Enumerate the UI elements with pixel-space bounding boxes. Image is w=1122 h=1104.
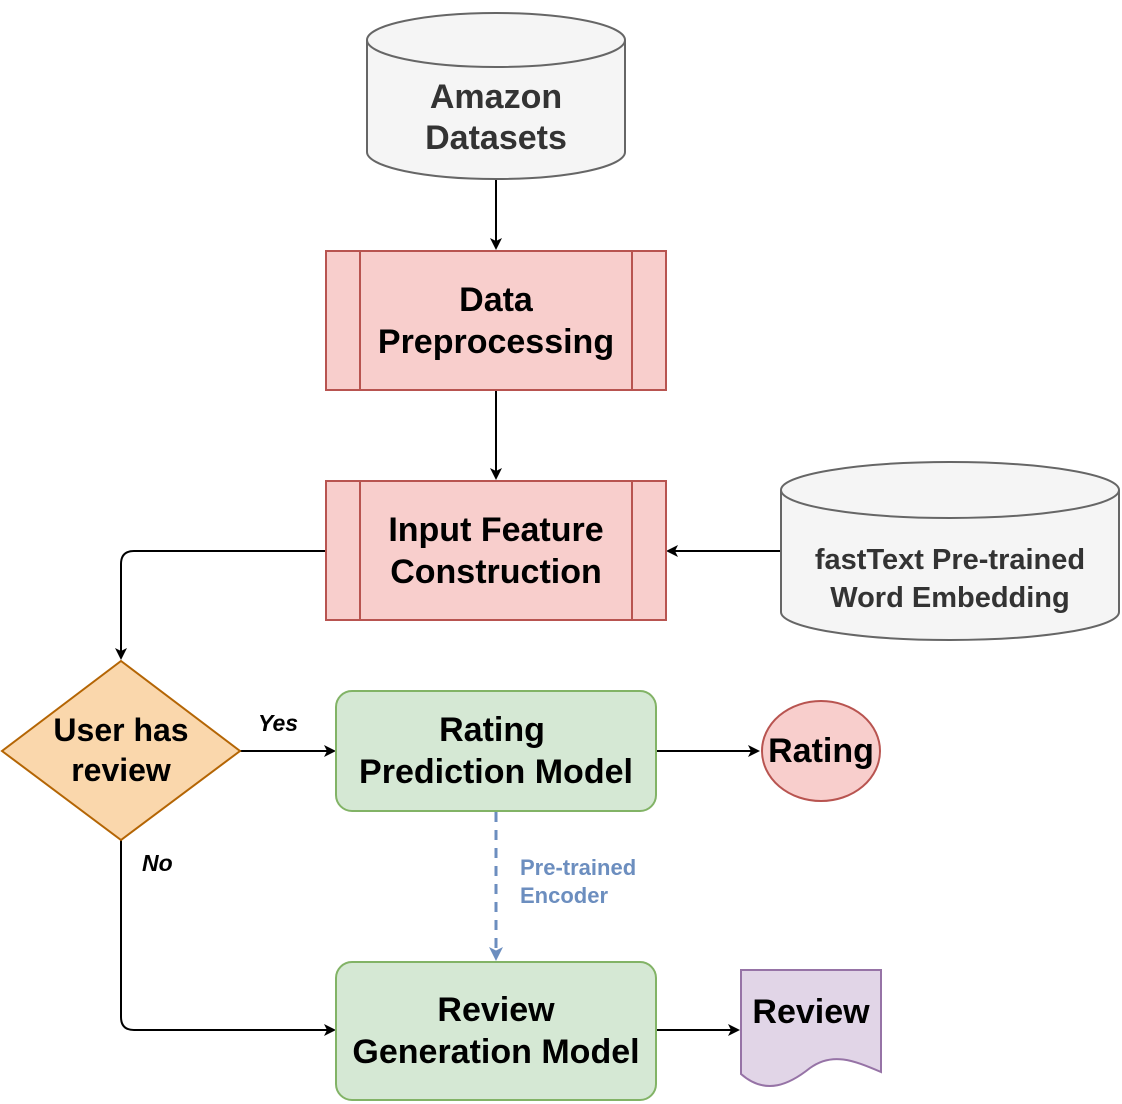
- edge-label-encoder-1: Pre-trained: [520, 855, 636, 880]
- review-model-label-1: Review: [437, 991, 555, 1029]
- amazon-datasets-node: Amazon Datasets: [366, 12, 626, 180]
- review-model-label-2: Generation Model: [352, 1033, 639, 1071]
- fasttext-label-2: Word Embedding: [830, 582, 1070, 614]
- preprocessing-label-2: Preprocessing: [378, 323, 614, 361]
- input-feature-node: Input Feature Construction: [325, 480, 667, 621]
- rating-model-label-2: Prediction Model: [359, 753, 633, 791]
- fasttext-label-1: fastText Pre-trained: [815, 544, 1085, 576]
- rating-model-label-1: Rating: [439, 711, 545, 749]
- rating-output-node: Rating: [761, 700, 881, 802]
- preprocessing-label-1: Data: [459, 281, 534, 319]
- feature-label-2: Construction: [390, 553, 602, 591]
- edge-feature-to-decision: [115, 550, 326, 660]
- edge-label-encoder-2: Encoder: [520, 883, 608, 908]
- decision-label-2: review: [71, 752, 171, 788]
- amazon-label-1: Amazon: [430, 78, 562, 116]
- edge-label-no: No: [142, 850, 173, 876]
- review-output-label: Review: [752, 993, 870, 1031]
- edge-decision-no: [120, 840, 336, 1036]
- decision-label-1: User has: [53, 712, 188, 748]
- user-has-review-decision: User has review: [0, 659, 242, 842]
- rating-output-label: Rating: [768, 732, 874, 770]
- feature-label-1: Input Feature: [388, 511, 603, 549]
- review-generation-model-node: Review Generation Model: [335, 961, 657, 1101]
- amazon-label-2: Datasets: [425, 119, 567, 157]
- rating-prediction-model-node: Rating Prediction Model: [335, 690, 657, 812]
- edge-label-yes: Yes: [258, 710, 298, 736]
- review-output-node: Review: [740, 969, 882, 1087]
- fasttext-node: fastText Pre-trained Word Embedding: [780, 461, 1120, 641]
- data-preprocessing-node: Data Preprocessing: [325, 250, 667, 391]
